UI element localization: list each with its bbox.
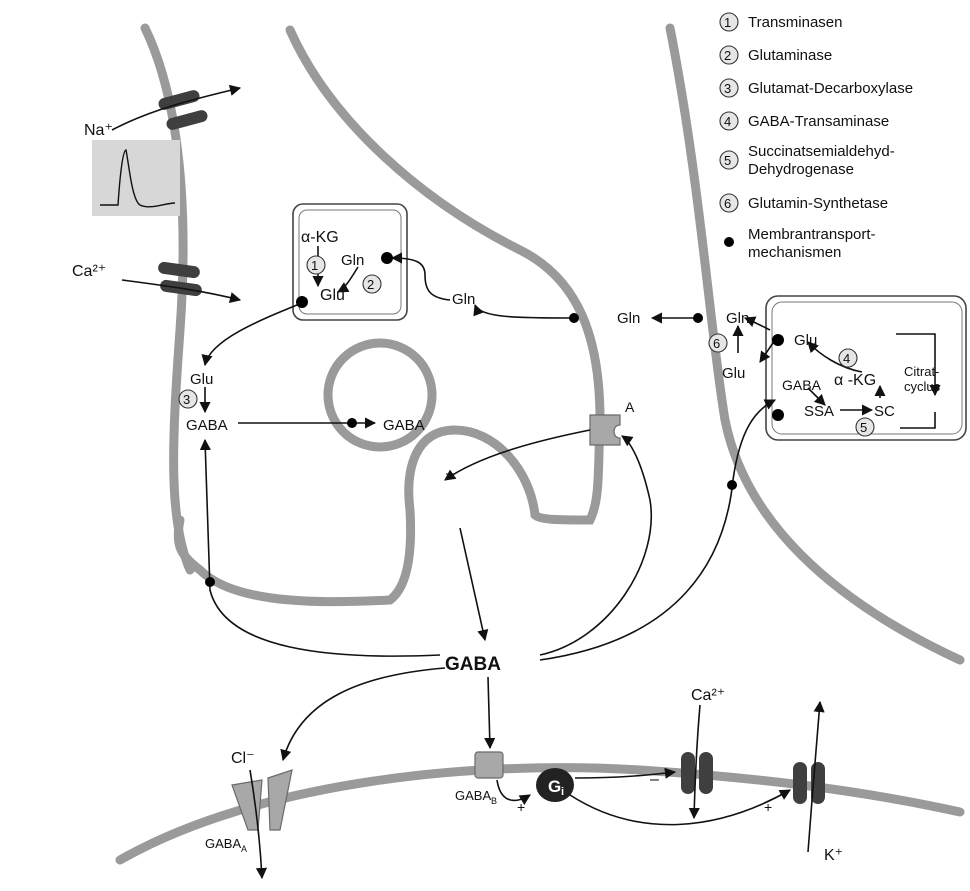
k-ion-label: K⁺ <box>824 847 843 864</box>
sign-plus-k: + <box>764 799 772 815</box>
action-potential-panel <box>92 140 180 216</box>
legend-num: 4 <box>724 114 731 129</box>
membrane-transporters <box>205 252 784 587</box>
cl-ion-label: Cl⁻ <box>231 750 255 767</box>
sign-minus-vesicle: – <box>446 465 455 482</box>
receptor-a-label: A <box>625 399 635 415</box>
k-channel <box>793 762 825 804</box>
transporter-dot <box>205 577 215 587</box>
vesicle-gaba: GABA <box>383 417 425 434</box>
glia-n4: 4 <box>843 351 850 366</box>
transporter-dot <box>693 313 703 323</box>
legend-item-6: 6 Glutamin-Synthetase <box>719 193 888 213</box>
presyn-akg: α-KG <box>301 229 339 246</box>
diagram-labels: Na⁺ Ca²⁺ Cl⁻ Ca²⁺ K⁺ α-KG Gln Glu 1 2 Gl… <box>72 122 941 864</box>
legend-label: GABA-Transaminase <box>748 113 889 130</box>
legend-item-5: 5 Succinatsemialdehyd- Dehydrogenase <box>719 143 895 178</box>
sign-minus-ca: – <box>650 771 659 788</box>
legend-num: 6 <box>724 196 731 211</box>
gi-protein: G i <box>536 768 574 802</box>
synaptic-gaba-label: GABA <box>445 654 501 675</box>
glia-glu-in: Glu <box>794 332 817 349</box>
legend-num: 2 <box>724 48 731 63</box>
gaba-b-label: GABA <box>455 788 491 803</box>
transporter-dot <box>772 409 784 421</box>
terminal-n3: 3 <box>183 392 190 407</box>
glia-n6: 6 <box>713 336 720 351</box>
legend-label: Glutaminase <box>748 47 832 64</box>
legend-num: 3 <box>724 81 731 96</box>
gaba-a-receptor <box>231 769 293 831</box>
axon-membrane <box>140 23 195 575</box>
glia-n5: 5 <box>860 420 867 435</box>
ca-ion-label-bottom: Ca²⁺ <box>691 687 725 704</box>
legend-label: mechanismen <box>748 244 841 261</box>
terminal-glu: Glu <box>190 371 213 388</box>
gln-chain-3: Gln <box>726 310 749 327</box>
legend: 1 Transminasen 2 Glutaminase 3 Glutamat-… <box>719 12 913 261</box>
gln-chain-1: Gln <box>452 291 475 308</box>
na-ion-label: Na⁺ <box>84 122 113 139</box>
transporter-dot <box>381 252 393 264</box>
legend-item-4: 4 GABA-Transaminase <box>719 111 889 131</box>
transporter-dot <box>727 480 737 490</box>
presyn-glu: Glu <box>320 287 345 304</box>
glia-citrat2: cyclus <box>904 379 941 394</box>
legend-num: 1 <box>724 15 731 30</box>
legend-label: Glutamat-Decarboxylase <box>748 80 913 97</box>
legend-label: Membrantransport- <box>748 226 876 243</box>
pathway-arrows <box>111 84 941 880</box>
legend-label: Succinatsemialdehyd- <box>748 143 895 160</box>
ca-ion-label-top: Ca²⁺ <box>72 263 106 280</box>
terminal-gaba: GABA <box>186 417 228 434</box>
legend-num: 5 <box>724 153 731 168</box>
gln-chain-2: Gln <box>617 310 640 327</box>
legend-item-1: 1 Transminasen <box>719 12 842 32</box>
transporter-dot <box>347 418 357 428</box>
glia-glu-out: Glu <box>722 365 745 382</box>
na-channel <box>158 90 208 130</box>
presyn-n1: 1 <box>311 258 318 273</box>
gaba-a-label: GABA <box>205 836 241 851</box>
legend-label: Dehydrogenase <box>748 161 854 178</box>
legend-item-2: 2 Glutaminase <box>719 45 832 65</box>
legend-label: Glutamin-Synthetase <box>748 195 888 212</box>
gaba-b-sub: B <box>491 796 497 806</box>
transporter-dot <box>296 296 308 308</box>
glia-sc: SC <box>874 403 895 420</box>
transporter-dot <box>772 334 784 346</box>
glia-ssa: SSA <box>804 403 834 420</box>
gi-sub: i <box>561 786 564 798</box>
transporter-dot <box>569 313 579 323</box>
glial-cell-membrane <box>665 23 965 665</box>
sign-plus-gi: + <box>517 799 525 815</box>
presynaptic-autoreceptor-a <box>589 414 621 446</box>
glia-gaba: GABA <box>782 377 822 393</box>
presynaptic-terminal-membrane <box>173 25 605 607</box>
glia-citrat1: Citrat- <box>904 364 939 379</box>
synaptic-vesicle <box>323 338 437 452</box>
gi-main: G <box>548 777 561 796</box>
legend-item-transport: Membrantransport- mechanismen <box>724 226 876 261</box>
presyn-gln: Gln <box>341 252 364 269</box>
gaba-a-sub: A <box>241 844 247 854</box>
presyn-n2: 2 <box>367 277 374 292</box>
glia-akg: α -KG <box>834 372 876 389</box>
gaba-b-receptor <box>474 751 504 779</box>
ca-channel-bottom <box>681 752 713 794</box>
legend-label: Transminasen <box>748 14 842 31</box>
legend-item-3: 3 Glutamat-Decarboxylase <box>719 78 913 98</box>
